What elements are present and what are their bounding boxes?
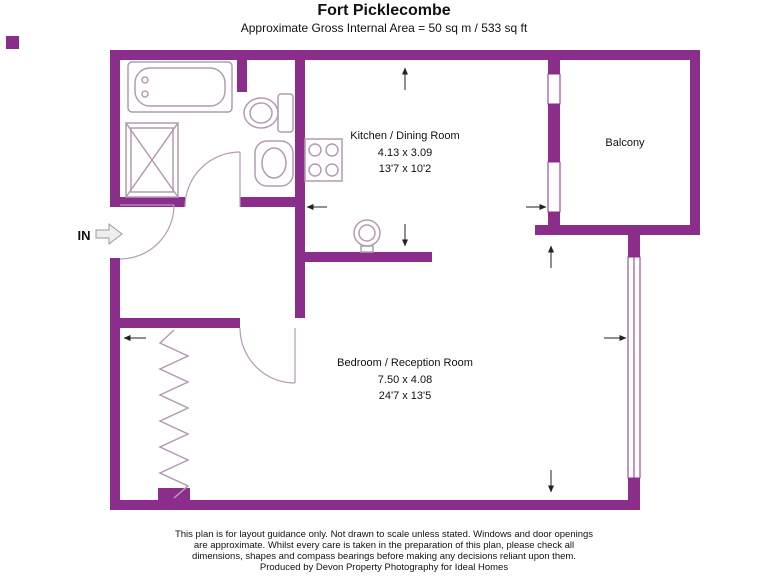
disclaimer-line-1: This plan is for layout guidance only. N… (174, 529, 594, 540)
wall-left-lower (110, 258, 120, 510)
wall-balcony-bottom (535, 225, 700, 235)
kitchen-size-metric: 4.13 x 3.09 (378, 147, 432, 159)
dimension-arrows (123, 67, 627, 493)
bedroom-size-imperial: 24'7 x 13'5 (379, 390, 432, 402)
balcony-name: Balcony (605, 137, 645, 149)
balcony-window-upper (547, 73, 561, 105)
doors (119, 151, 296, 384)
bathtub (127, 61, 233, 113)
kitchen-name: Kitchen / Dining Room (350, 130, 459, 142)
disclaimer: This plan is for layout guidance only. N… (0, 529, 768, 573)
kitchen-sink (353, 219, 381, 253)
shower (125, 122, 179, 198)
bedroom-size-metric: 7.50 x 4.08 (378, 374, 432, 386)
wall-bottom (110, 500, 640, 510)
entrance-mark: IN (78, 222, 123, 246)
header: Fort Picklecombe Approximate Gross Inter… (0, 2, 768, 35)
wall-balcony-right (690, 50, 700, 235)
wall-divider-upper (548, 50, 560, 74)
bedroom-door (239, 327, 296, 384)
disclaimer-line-4: Produced by Devon Property Photography f… (259, 562, 509, 573)
entrance-door (119, 204, 175, 260)
wall-zigzag-stub (158, 488, 190, 500)
wall-bathroom-south-left (110, 197, 185, 207)
disclaimer-line-3: dimensions, shapes and compass bearings … (192, 551, 576, 562)
toilet (243, 93, 294, 133)
kitchen-size-imperial: 13'7 x 10'2 (379, 163, 432, 175)
page-subtitle: Approximate Gross Internal Area = 50 sq … (240, 21, 528, 35)
wall-wc-stub (237, 50, 247, 92)
bathroom-door (184, 151, 241, 208)
zigzag-divider (158, 329, 190, 499)
balcony-window-lower (547, 161, 561, 213)
wall-hall-stub (295, 262, 305, 318)
entrance-arrow-icon (95, 222, 123, 246)
page-title: Fort Picklecombe (317, 2, 451, 19)
wall-left-upper (110, 50, 120, 205)
entrance-label: IN (78, 228, 91, 243)
disclaimer-line-2: are approximate. Whilst every care is ta… (193, 540, 575, 551)
room-labels: Kitchen / Dining Room 4.13 x 3.09 13'7 x… (337, 130, 645, 402)
wall-kitchen-bedroom (295, 252, 432, 262)
corner-mark (6, 36, 19, 49)
wall-top (110, 50, 700, 60)
wall-bathroom-kitchen (295, 50, 305, 262)
bedroom-name: Bedroom / Reception Room (337, 357, 473, 369)
wall-divider-middle (548, 104, 560, 162)
walls (110, 50, 700, 510)
hob (304, 138, 343, 182)
wall-divider-lower (548, 212, 560, 235)
basin (254, 140, 294, 187)
wall-hall-bedroom (110, 318, 240, 328)
wall-right-upper (628, 225, 640, 257)
wall-bathroom-south-right (240, 197, 305, 207)
